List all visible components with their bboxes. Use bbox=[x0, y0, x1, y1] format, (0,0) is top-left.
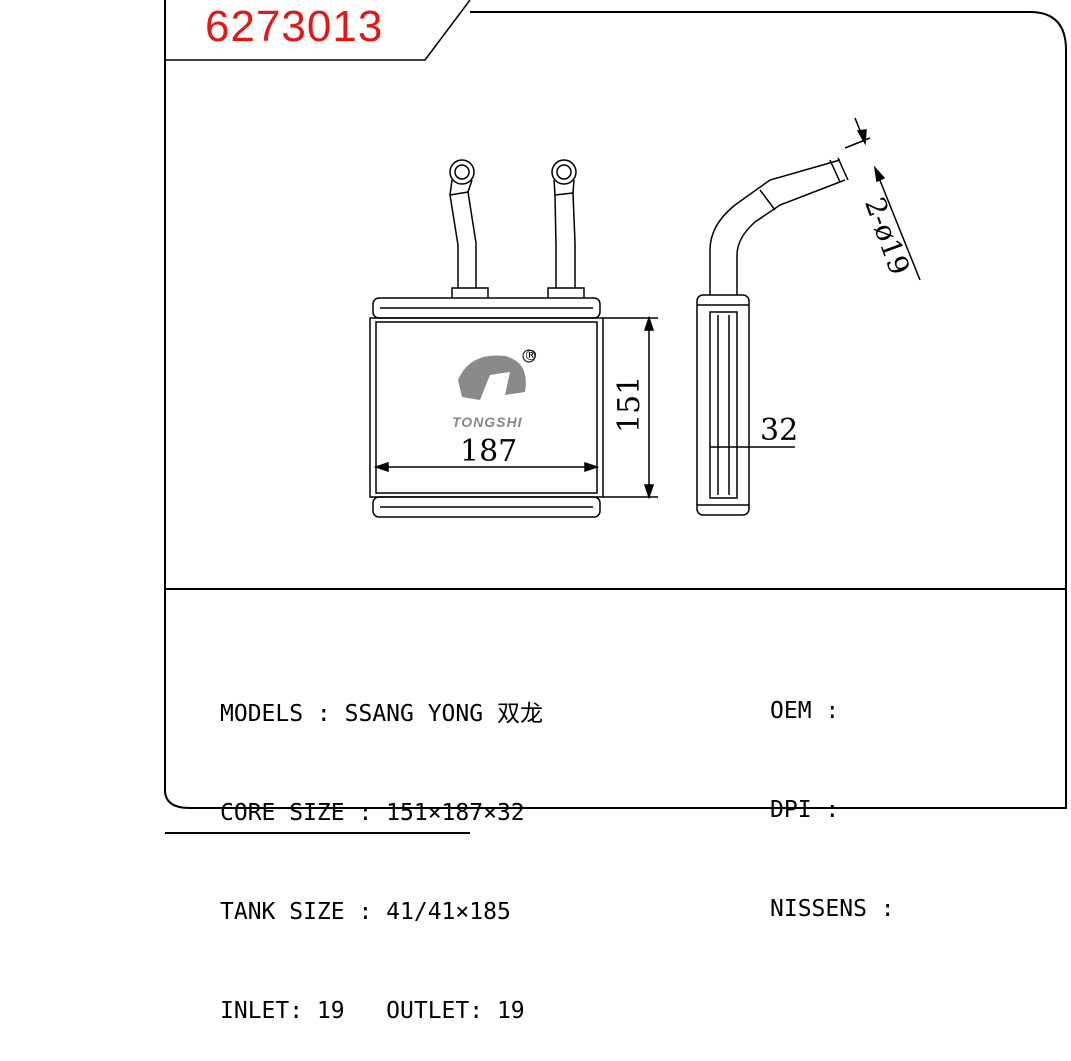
spec-core-size: CORE SIZE : 151×187×32 bbox=[220, 800, 525, 826]
spec-list-right: OEM : DPI : NISSENS : bbox=[770, 629, 895, 959]
drawing-frame bbox=[164, 0, 1067, 809]
spec-inlet-outlet: INLET: 19 OUTLET: 19 bbox=[220, 998, 525, 1024]
depth-dimension-label: 32 bbox=[760, 413, 799, 448]
part-number-tab bbox=[165, 0, 471, 61]
height-dimension-label: 151 bbox=[612, 375, 647, 433]
spec-models: MODELS : SSANG YONG 双龙 bbox=[220, 701, 543, 727]
spec-tank-size: TANK SIZE : 41/41×185 bbox=[220, 899, 511, 925]
spec-list-left: MODELS : SSANG YONG 双龙 CORE SIZE : 151×1… bbox=[220, 632, 543, 1061]
tongshi-logo-mark bbox=[458, 349, 536, 400]
technical-drawing bbox=[164, 0, 1067, 834]
width-dimension-label: 187 bbox=[460, 434, 518, 469]
heater-core-front-view bbox=[369, 159, 658, 518]
spec-oem: OEM : bbox=[770, 698, 840, 724]
brand-name: TONGSHI bbox=[452, 414, 523, 430]
spec-dpi: DPI : bbox=[770, 797, 840, 823]
heater-core-side-view bbox=[696, 117, 921, 516]
registered-mark: ® bbox=[524, 348, 538, 364]
part-number: 6273013 bbox=[205, 2, 384, 51]
spec-nissens: NISSENS : bbox=[770, 896, 895, 922]
